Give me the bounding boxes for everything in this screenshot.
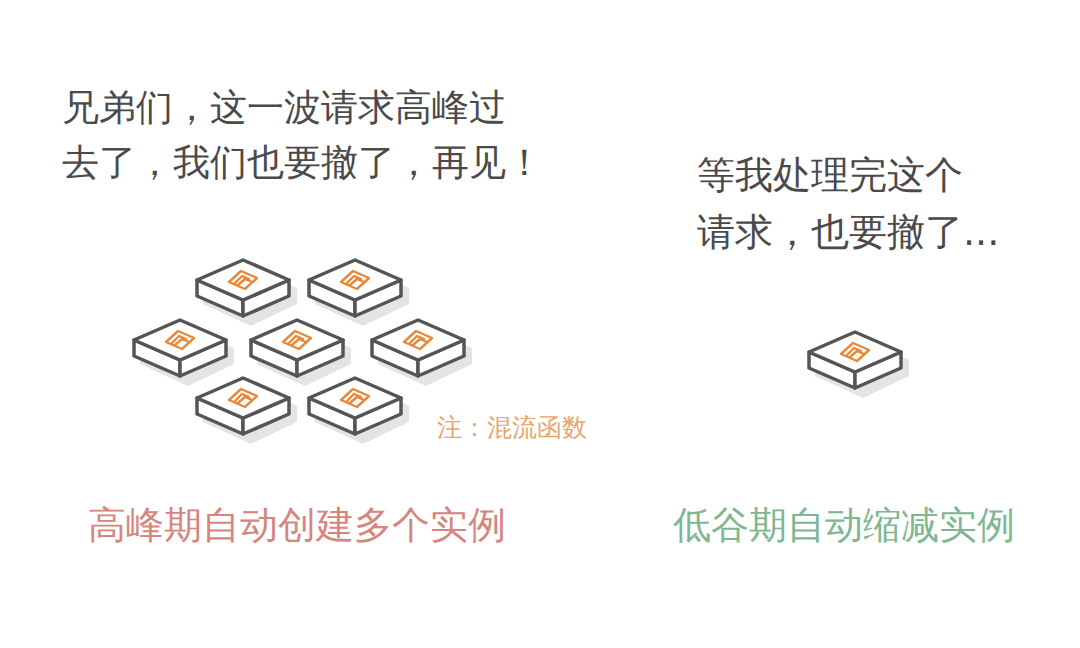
instance-box	[809, 332, 909, 398]
instance-box	[134, 320, 234, 386]
instance-box	[309, 378, 409, 444]
instance-box	[372, 320, 472, 386]
speech-text: 等我处理完这个 请求，也要撤了...	[697, 147, 1039, 261]
caption: 低谷期自动缩减实例	[673, 502, 1015, 548]
instance-box	[197, 378, 297, 444]
caption: 高峰期自动创建多个实例	[88, 502, 506, 548]
instance-box	[251, 320, 351, 386]
instance-box	[197, 260, 297, 326]
note-label: 注：混流函数	[437, 412, 587, 444]
speech-text: 兄弟们，这一波请求高峰过 去了，我们也要撤了，再见！	[62, 80, 562, 190]
instance-box	[309, 260, 409, 326]
